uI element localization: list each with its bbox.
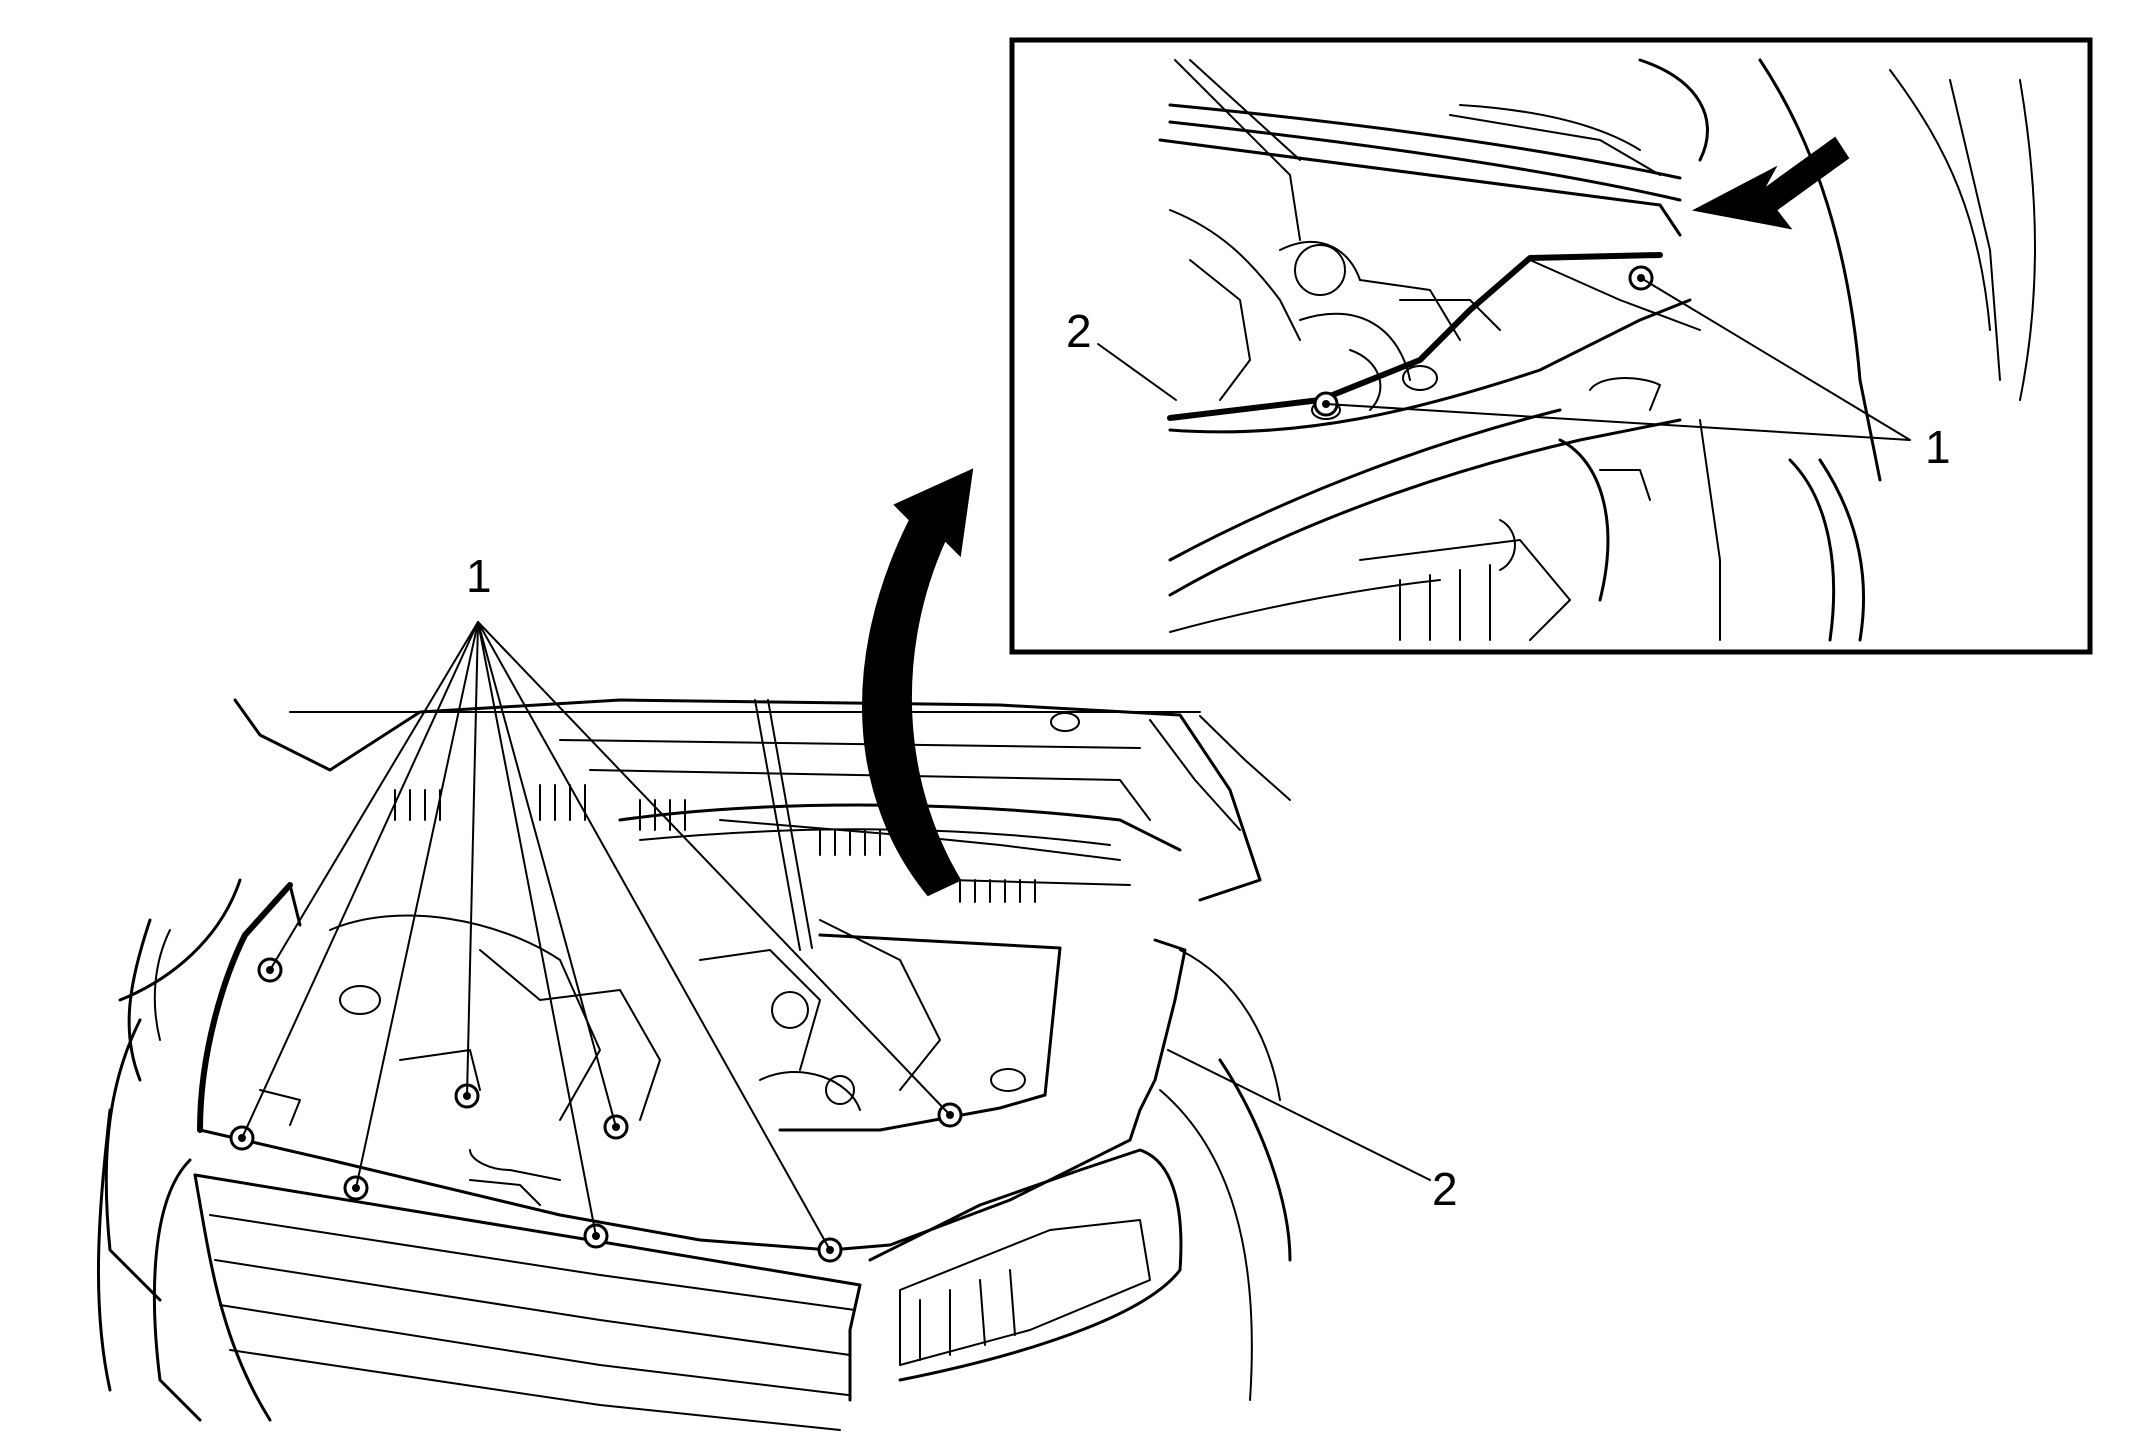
detail-inset (1009, 37, 2093, 655)
leader-line-main-panel (1167, 1049, 1431, 1181)
callout-label-inset-panel: 2 (1066, 305, 1092, 357)
callout-label-main-panel: 2 (1432, 1163, 1458, 1215)
leader-line-inset-panel (1097, 343, 1177, 401)
callout-label-inset-fasteners: 1 (1925, 421, 1951, 473)
leader-lines-main (241, 621, 951, 1251)
curved-arrow-icon (862, 468, 974, 897)
leader-lines-inset-fasteners (1325, 277, 1911, 441)
inset-drawing (1158, 58, 2036, 642)
arrow-pointer-icon (1691, 136, 1850, 230)
vehicle-front-view (96, 698, 1292, 1431)
callout-label-main-fasteners: 1 (466, 550, 492, 602)
